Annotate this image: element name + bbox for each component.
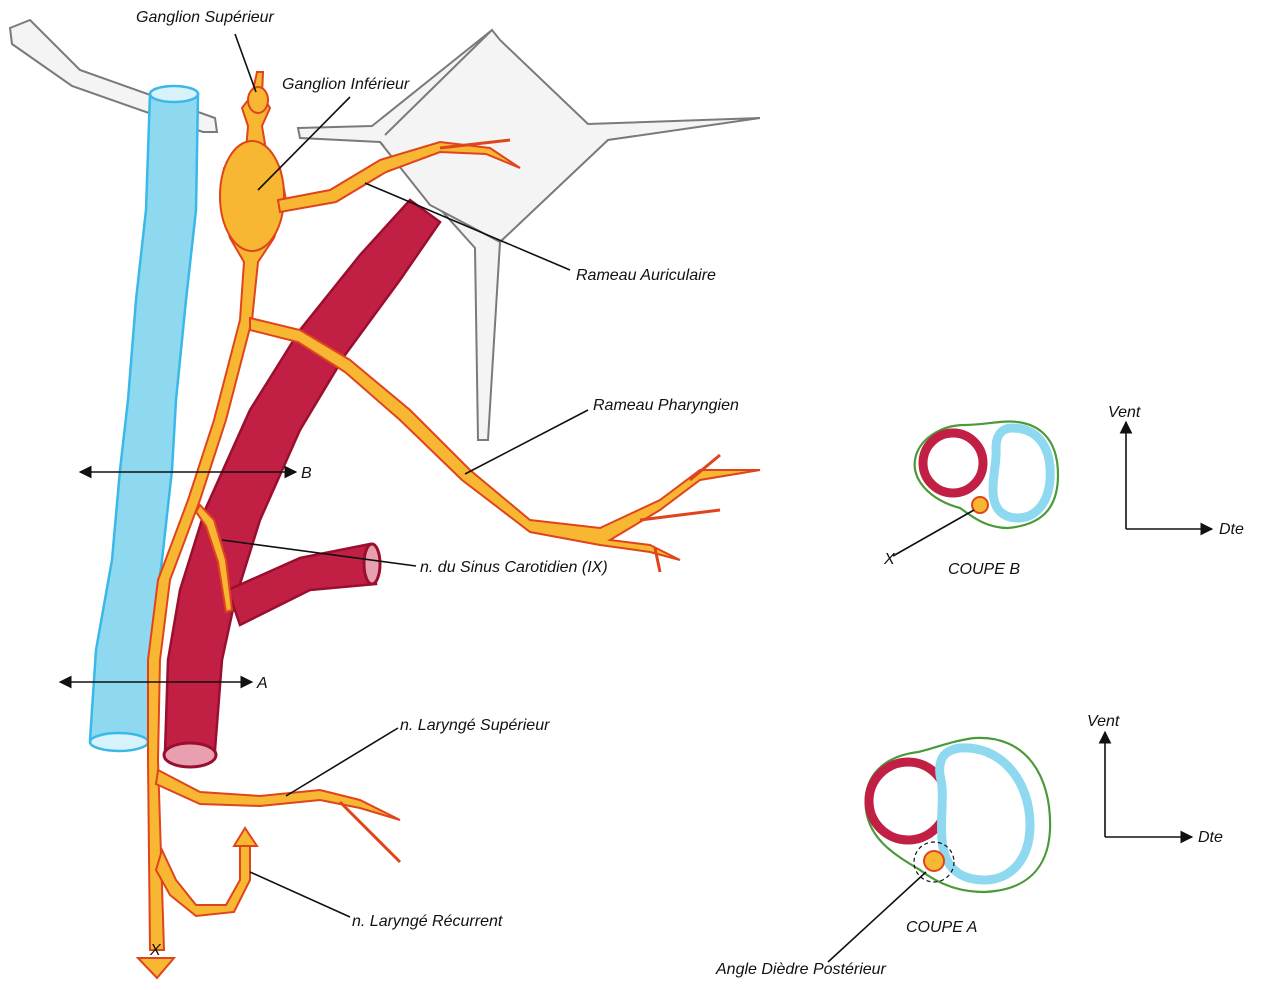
label-larynge-superieur: n. Laryngé Supérieur xyxy=(400,717,550,734)
label-ganglion-inferieur: Ganglion Inférieur xyxy=(282,76,410,93)
coupe-b-vagus xyxy=(972,497,988,513)
label-sinus-carotidien: n. du Sinus Carotidien (IX) xyxy=(420,559,608,576)
common-carotid-opening xyxy=(164,743,216,767)
label-rameau-pharyngien: Rameau Pharyngien xyxy=(593,397,739,414)
vein-top-opening xyxy=(150,86,198,102)
label-larynge-recurrent: n. Laryngé Récurrent xyxy=(352,913,503,930)
leader-larynge-superieur xyxy=(286,728,398,796)
external-carotid xyxy=(228,544,376,625)
label-rameau-auriculaire: Rameau Auriculaire xyxy=(576,267,716,284)
leader-ganglion-inferieur xyxy=(258,97,350,190)
coupe-a-vagus xyxy=(924,851,944,871)
rameau-pharyngien-branch xyxy=(250,318,760,560)
coupe-a-title: COUPE A xyxy=(906,919,977,936)
coupe-b-x-label: X xyxy=(883,551,896,568)
coupe-a-angle-leader xyxy=(828,872,926,962)
coupe-b-title: COUPE B xyxy=(948,561,1020,578)
coupe-b-dte: Dte xyxy=(1219,521,1244,538)
external-carotid-opening xyxy=(364,544,380,584)
cut-line-a: A xyxy=(60,675,268,692)
leader-ganglion-superieur xyxy=(235,34,256,92)
coupe-b-artery xyxy=(923,433,983,493)
cut-b-marker: B xyxy=(301,465,312,482)
vein-bottom-opening xyxy=(90,733,148,751)
coupe-a-angle-label: Angle Dièdre Postérieur xyxy=(715,961,887,978)
coupe-a-vent: Vent xyxy=(1087,713,1120,730)
leader-larynge-recurrent xyxy=(250,872,350,917)
coupe-b-vent: Vent xyxy=(1108,404,1141,421)
ganglion-inferieur-body xyxy=(220,141,284,251)
larynge-superieur-branch xyxy=(156,770,400,820)
vagus-bottom-arrowhead xyxy=(138,958,174,978)
coupe-a: Angle Dièdre Postérieur COUPE A Vent Dte xyxy=(715,713,1223,978)
coupe-b: X COUPE B Vent Dte xyxy=(883,404,1244,578)
cut-a-marker: A xyxy=(256,675,268,692)
ganglion-superieur-body xyxy=(248,87,268,113)
larynge-recurrent-branch xyxy=(156,845,250,916)
coupe-b-x-leader xyxy=(893,510,974,556)
coupe-b-vein xyxy=(993,428,1050,518)
coupe-a-artery xyxy=(869,762,947,840)
label-ganglion-superieur: Ganglion Supérieur xyxy=(136,9,275,26)
coupe-a-dte: Dte xyxy=(1198,829,1223,846)
larynge-recurrent-arrowhead xyxy=(234,828,257,846)
x-marker-main: X xyxy=(149,942,162,959)
